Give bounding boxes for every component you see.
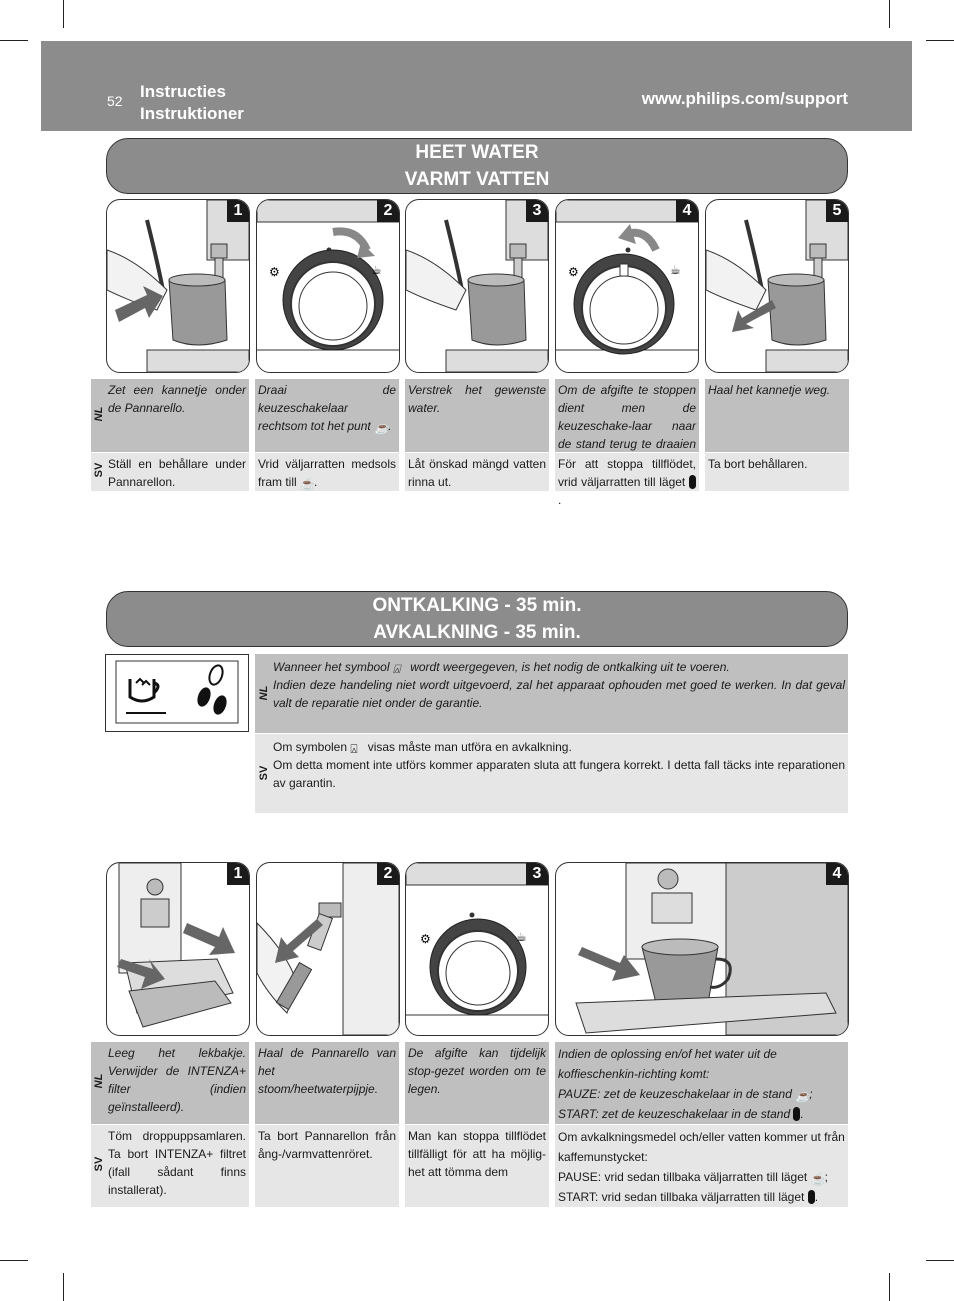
- support-url: www.philips.com/support: [641, 89, 848, 108]
- step-image-3: ⚙ ☕ 3: [405, 862, 549, 1036]
- hot-water-icon: ☕: [795, 1089, 811, 1103]
- step-image-5: 5: [705, 199, 849, 373]
- machine-with-jug-illustration: [107, 200, 249, 372]
- step-number: 3: [526, 863, 548, 885]
- hot-water-icon: ☕: [300, 477, 315, 491]
- selector-knob-illustration: ⚙ ☕: [406, 863, 548, 1016]
- hot-water-icon: ☕: [516, 930, 527, 944]
- dot-position-icon: [793, 1107, 801, 1121]
- crop-mark: [63, 1273, 64, 1301]
- steam-icon: ⚙: [420, 932, 431, 946]
- sv-text-cell: SV Töm droppuppsamlaren. Ta bort INTENZA…: [91, 1125, 249, 1207]
- sv-text-cell: Man kan stoppa tillflödet tillfälligt fö…: [405, 1125, 549, 1207]
- lang-label-nl: NL: [93, 1073, 105, 1089]
- sv-text-cell: Om avkalkningsmedel och/eller vatten kom…: [555, 1125, 848, 1207]
- steam-icon: ⚙: [269, 265, 280, 279]
- page-number: 52: [107, 93, 123, 109]
- descale-icon: ⍓: [392, 662, 401, 676]
- step-number: 4: [826, 863, 848, 885]
- step-image-2: ⚙ ☕ 2: [256, 199, 400, 373]
- steam-icon: ⚙: [568, 265, 579, 279]
- nl-text-cell: Verstrek het gewenste water.: [405, 379, 549, 452]
- sv-text-cell: Ta bort Pannarellon från ång-/varmvatten…: [255, 1125, 399, 1207]
- section-title-hot-water: HEET WATER VARMT VATTEN: [106, 138, 848, 194]
- dot-position-icon: [688, 475, 696, 489]
- section-title-nl: HEET WATER: [415, 142, 539, 163]
- section-title-descaling: ONTKALKING - 35 min. AVKALKNING - 35 min…: [106, 591, 848, 647]
- crop-mark: [926, 1260, 954, 1261]
- crop-mark: [889, 0, 890, 28]
- hot-water-icon: ☕: [810, 1172, 826, 1186]
- page-header: 52 Instructies Instruktioner www.philips…: [41, 41, 912, 131]
- machine-with-jug-illustration: [406, 200, 548, 372]
- nl-descale-info: NL Wanneer het symbool ⍓ wordt weergegev…: [255, 654, 848, 733]
- sv-text-cell: Låt önskad mängd vatten rinna ut.: [405, 453, 549, 491]
- hot-water-icon: ☕: [371, 263, 382, 277]
- step-number: 5: [826, 200, 848, 222]
- sv-descale-info: SV Om symbolen ⍓ visas måste man utföra …: [255, 734, 848, 813]
- crop-mark: [63, 0, 64, 28]
- lang-label-sv: SV: [93, 1156, 105, 1172]
- coffee-bean-icon: [208, 664, 224, 686]
- drip-tray-illustration: [117, 863, 235, 1028]
- nl-text-cell: Indien de oplossing en/of het water uit …: [555, 1042, 848, 1124]
- machine-with-cup-illustration: [575, 863, 848, 1035]
- crop-mark: [0, 40, 28, 41]
- section-title-nl: ONTKALKING - 35 min.: [372, 595, 582, 616]
- nl-text-cell: Draai de keuzeschakelaar rechtsom tot he…: [255, 379, 399, 452]
- nl-text-cell: Haal het kannetje weg.: [705, 379, 849, 452]
- step-image-4: ⚙ ☕ 4: [555, 199, 699, 373]
- lang-label-nl: NL: [258, 685, 270, 701]
- title-sv: Instruktioner: [140, 104, 244, 123]
- display-screen: [105, 654, 249, 732]
- section-title-sv: VARMT VATTEN: [404, 169, 550, 190]
- descale-icon: ⍓: [350, 742, 358, 756]
- step-number: 1: [227, 200, 249, 222]
- selector-knob-illustration: ⚙ ☕: [556, 200, 698, 355]
- lang-label-sv: SV: [93, 462, 105, 478]
- step-image-3: 3: [405, 199, 549, 373]
- title-nl: Instructies: [140, 82, 226, 101]
- descale-icon: [128, 679, 156, 703]
- hot-water-icon: ☕: [374, 421, 390, 435]
- machine-with-jug-illustration: [706, 200, 848, 372]
- nl-text-cell: NL Zet een kannetje onder de Pannarello.: [91, 379, 249, 452]
- step-number: 4: [676, 200, 698, 222]
- selector-knob-illustration: ⚙ ☕: [257, 200, 399, 351]
- lang-label-nl: NL: [93, 406, 105, 422]
- nl-text-cell: NL Leeg het lekbakje. Verwijder de INTEN…: [91, 1042, 249, 1124]
- sv-text-cell: För att stoppa tillflödet, vrid väljarra…: [555, 453, 699, 507]
- step-image-1: 1: [106, 199, 250, 373]
- section-title-sv: AVKALKNING - 35 min.: [373, 622, 581, 643]
- sv-text-cell: SV Ställ en behållare under Pannarellon.: [91, 453, 249, 491]
- step-number: 2: [377, 863, 399, 885]
- page-title: Instructies Instruktioner: [140, 81, 244, 125]
- step-number: 1: [227, 863, 249, 885]
- descale-display-illustration: [115, 660, 239, 724]
- crop-mark: [0, 1260, 28, 1261]
- hot-water-icon: ☕: [670, 263, 681, 277]
- step-image-1: 1: [106, 862, 250, 1036]
- coffee-bean-icon: [197, 687, 211, 707]
- sv-text-cell: Ta bort behållaren.: [705, 453, 849, 491]
- nl-text-cell: Om de afgifte te stoppen dient men de ke…: [555, 379, 699, 469]
- step-image-2: 2: [256, 862, 400, 1036]
- nl-text-cell: Haal de Pannarello van het stoom/heetwat…: [255, 1042, 399, 1124]
- crop-mark: [889, 1273, 890, 1301]
- sv-text-cell: Vrid väljarratten medsols fram till ☕.: [255, 453, 399, 491]
- lang-label-sv: SV: [258, 765, 270, 781]
- step-number: 3: [526, 200, 548, 222]
- nl-text-cell: De afgifte kan tijdelijk stop-gezet word…: [405, 1042, 549, 1124]
- coffee-bean-icon: [213, 695, 227, 715]
- step-image-4: 4: [555, 862, 849, 1036]
- crop-mark: [926, 40, 954, 41]
- step-number: 2: [377, 200, 399, 222]
- remove-pannarello-illustration: [257, 863, 399, 1035]
- dot-position-icon: [807, 1190, 815, 1204]
